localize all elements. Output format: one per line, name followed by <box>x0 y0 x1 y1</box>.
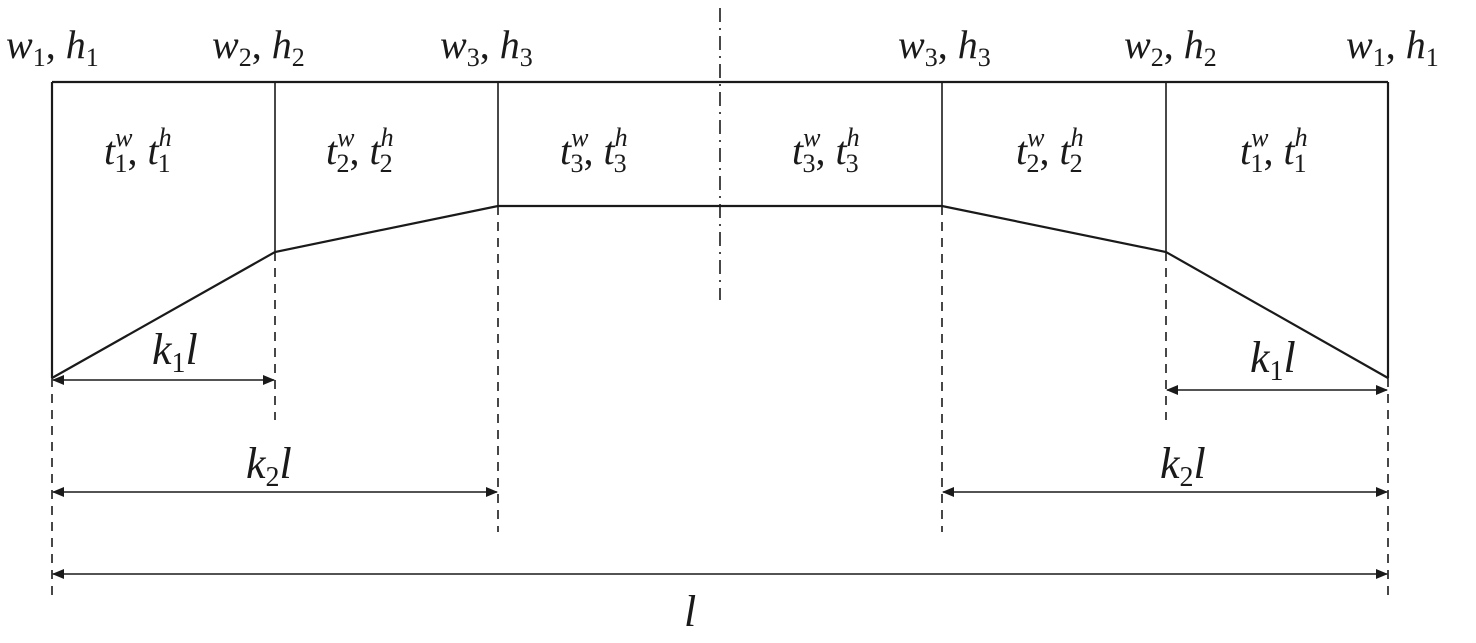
dim-label-total: l <box>684 587 696 636</box>
top-label-5: w2, h2 <box>1124 22 1217 72</box>
top-labels: w1, h1 w2, h2 w3, h3 w3, h3 w2, h2 w1, h… <box>6 22 1439 72</box>
dim-label-k2-right: k2l <box>1160 439 1206 493</box>
extension-lines <box>51 206 1389 598</box>
top-label-1: w1, h1 <box>6 22 99 72</box>
top-label-2: w2, h2 <box>212 22 305 72</box>
dim-label-k1-right: k1l <box>1250 333 1296 387</box>
dimension-labels: k1l k1l k2l k2l l <box>152 325 1296 636</box>
dim-label-k1-left: k1l <box>152 325 198 379</box>
top-label-3: w3, h3 <box>440 22 533 72</box>
top-label-4: w3, h3 <box>898 22 991 72</box>
dimension-arrows <box>52 375 1388 579</box>
beam-outline <box>50 80 1390 379</box>
top-label-6: w1, h1 <box>1346 22 1439 72</box>
dim-label-k2-left: k2l <box>246 439 292 493</box>
